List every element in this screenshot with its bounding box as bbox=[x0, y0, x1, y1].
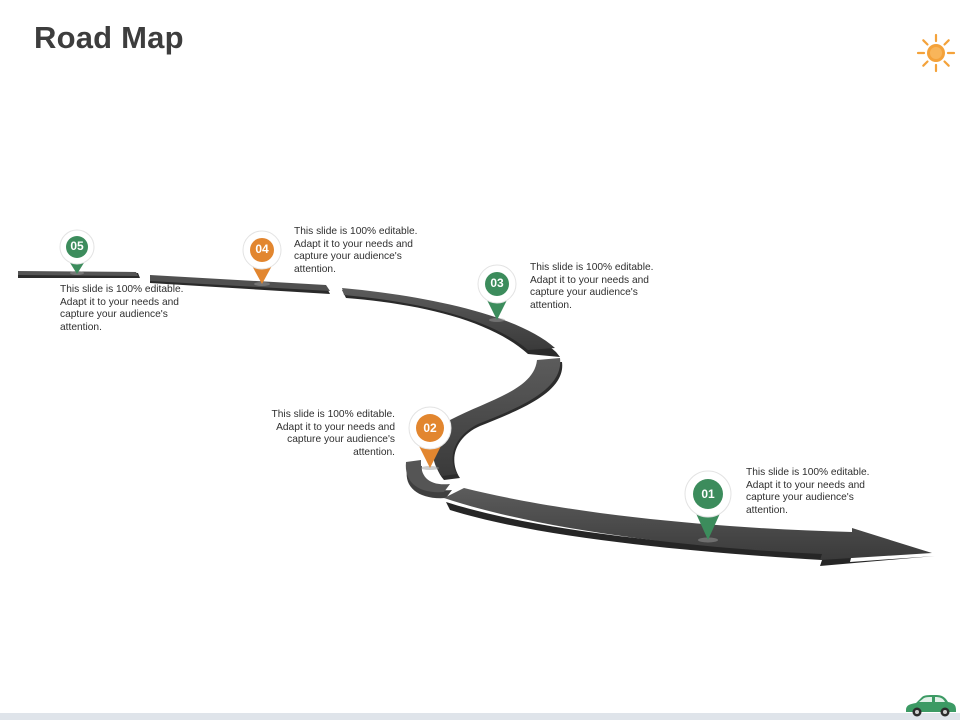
map-pin-icon bbox=[242, 230, 282, 286]
car-icon bbox=[906, 695, 956, 717]
road-segment-5 bbox=[405, 460, 452, 499]
milestone-pin-01: 01 bbox=[683, 469, 733, 543]
sun-icon bbox=[916, 33, 956, 73]
milestone-text-03: This slide is 100% editable. Adapt it to… bbox=[530, 262, 654, 311]
map-pin-icon bbox=[477, 264, 517, 322]
milestone-text-05: This slide is 100% editable. Adapt it to… bbox=[60, 284, 184, 333]
milestone-number: 02 bbox=[423, 421, 437, 435]
road-segment-4 bbox=[432, 358, 563, 480]
milestone-text-04: This slide is 100% editable. Adapt it to… bbox=[294, 226, 418, 275]
milestone-text-02: This slide is 100% editable. Adapt it to… bbox=[271, 409, 395, 458]
milestone-number: 04 bbox=[255, 242, 269, 256]
milestone-pin-05: 05 bbox=[57, 228, 97, 276]
milestone-number: 01 bbox=[701, 487, 715, 501]
milestone-text-01: This slide is 100% editable. Adapt it to… bbox=[746, 467, 870, 516]
milestone-number: 05 bbox=[70, 239, 84, 253]
footer-bar bbox=[0, 713, 960, 720]
milestone-pin-02: 02 bbox=[407, 406, 453, 470]
slide-title: Road Map bbox=[34, 20, 184, 55]
road-segment-3 bbox=[342, 288, 560, 357]
map-pin-icon bbox=[59, 229, 95, 275]
milestone-pin-04: 04 bbox=[241, 230, 283, 286]
road-segment-2 bbox=[150, 275, 330, 294]
map-pin-icon bbox=[408, 406, 452, 470]
milestone-number: 03 bbox=[490, 276, 504, 290]
milestone-pin-03: 03 bbox=[476, 264, 518, 322]
map-pin-icon bbox=[684, 470, 732, 543]
road-arrow bbox=[444, 488, 935, 566]
